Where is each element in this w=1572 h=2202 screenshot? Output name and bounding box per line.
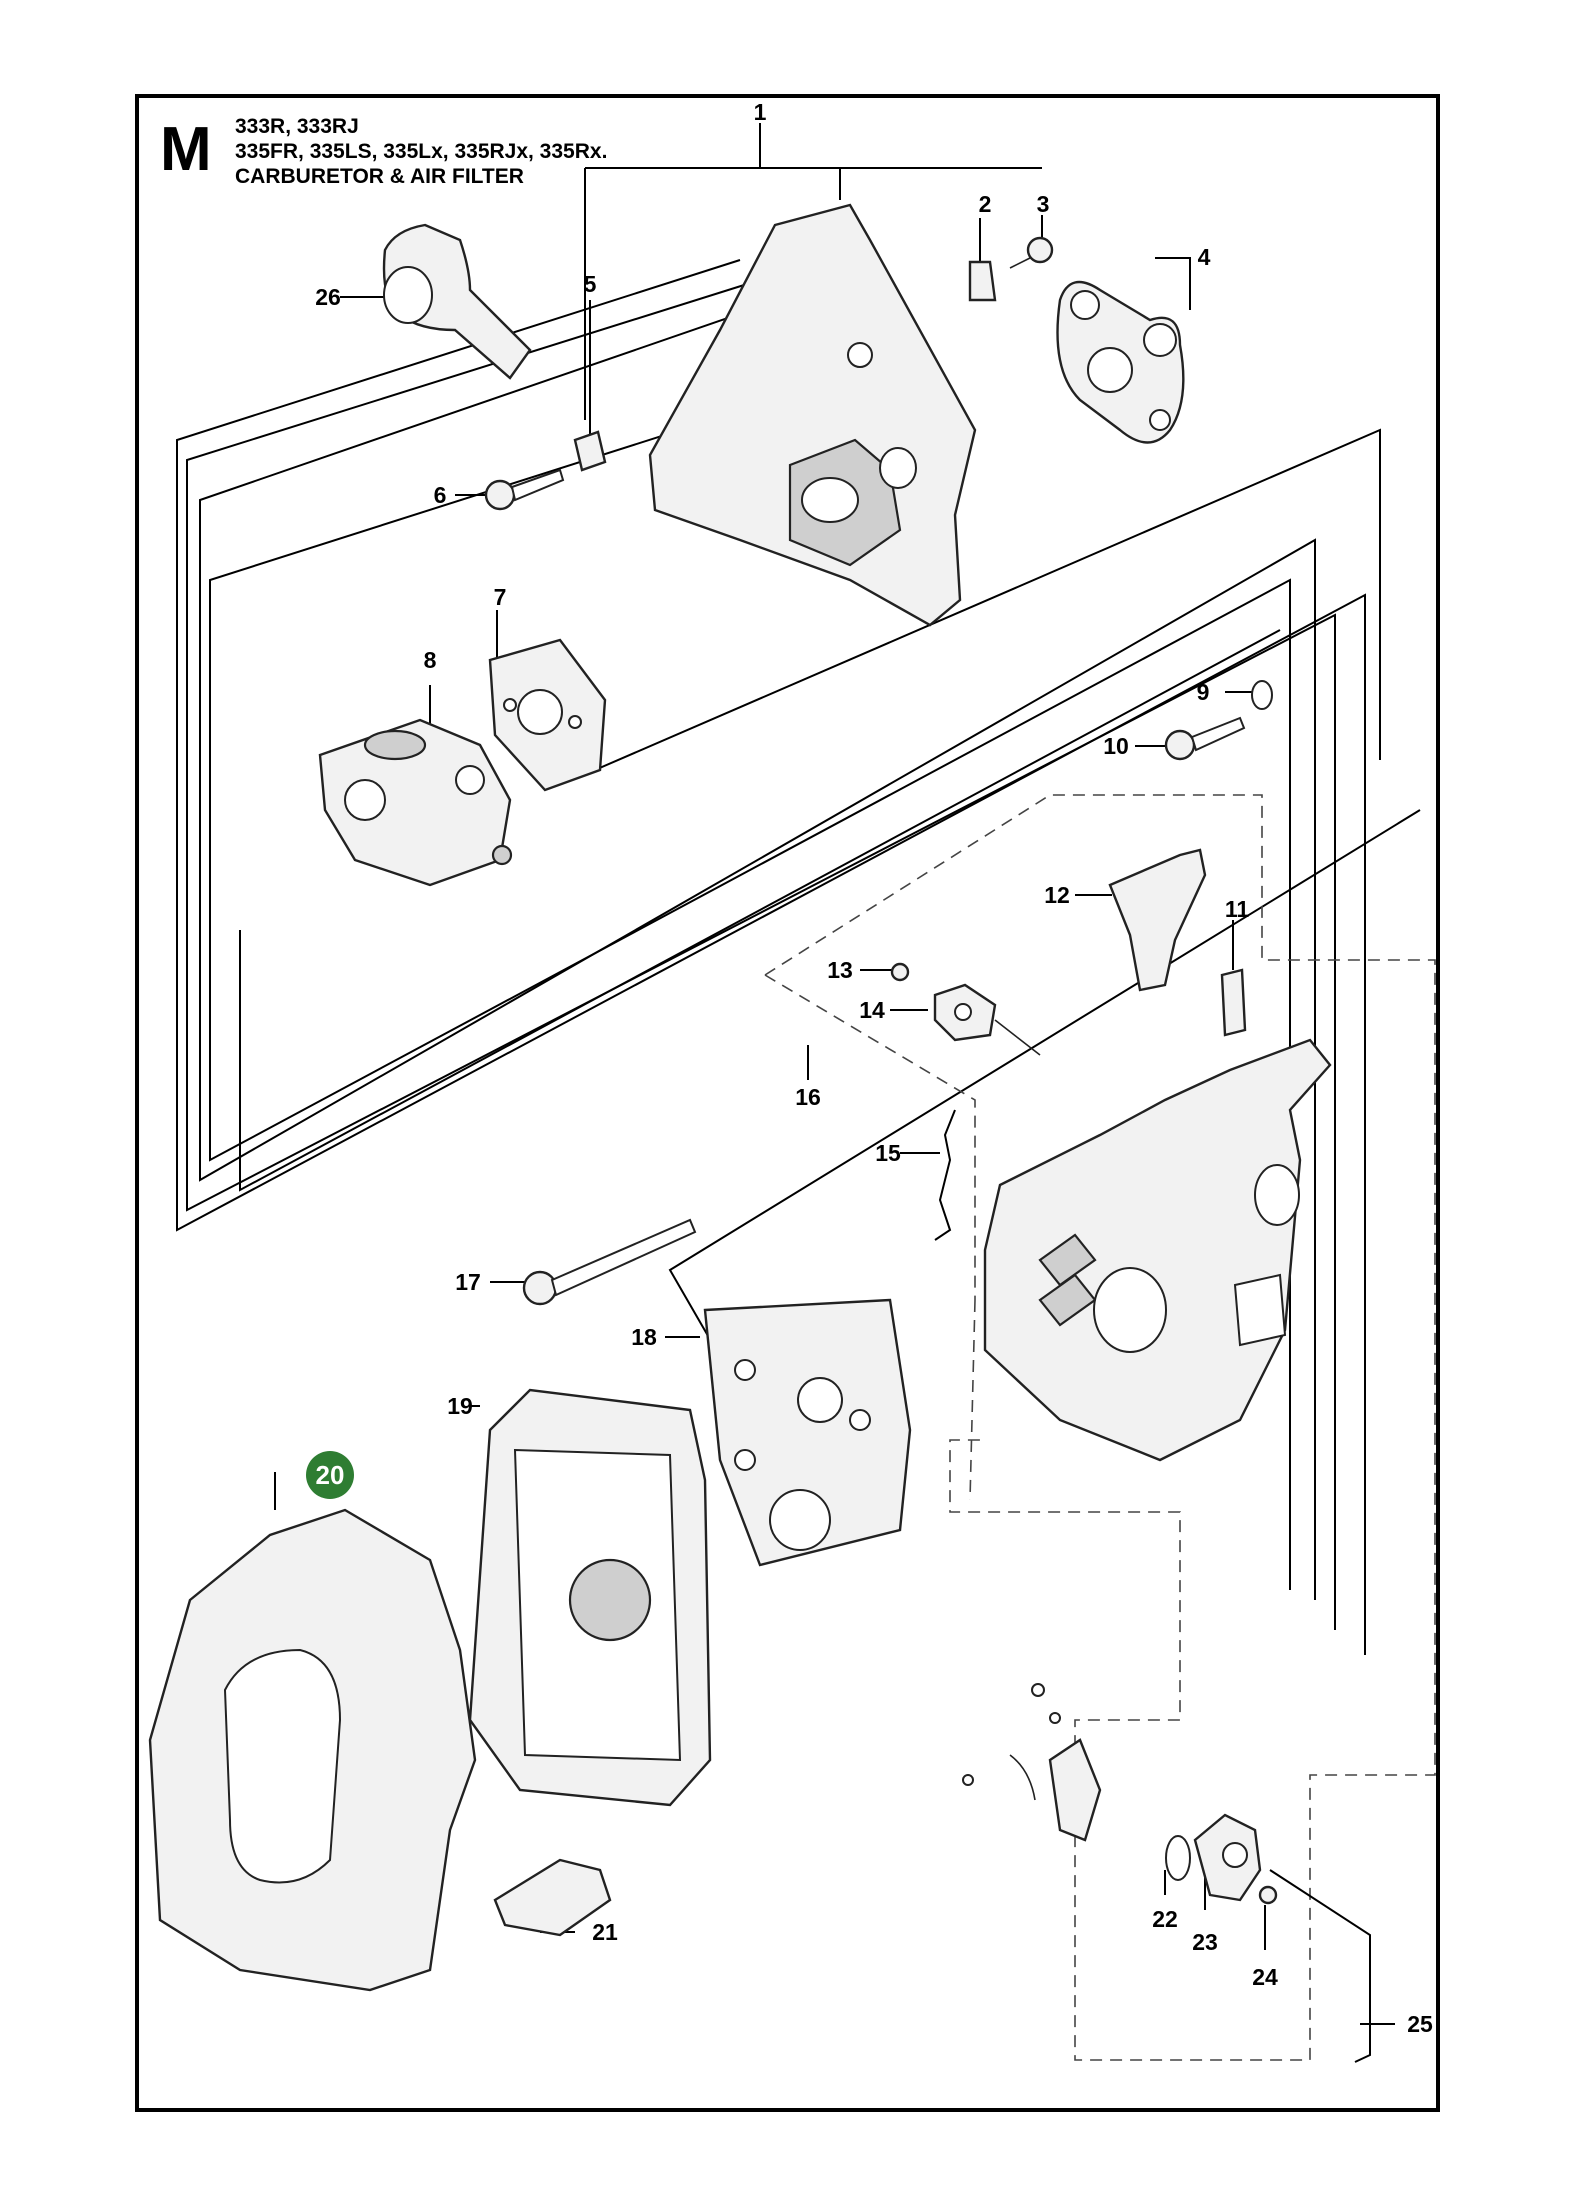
callout-8: 8: [424, 647, 437, 673]
part-5-spacer: [573, 430, 607, 472]
callout-23: 23: [1192, 1929, 1218, 1955]
part-19-filter-frame: [468, 1388, 712, 1807]
part-17-long-bolt: [522, 1218, 697, 1306]
callout-21: 21: [592, 1919, 618, 1945]
callout-2: 2: [979, 191, 992, 217]
callout-5: 5: [584, 271, 597, 297]
part-7-gasket: [488, 638, 607, 792]
callout-26: 26: [315, 284, 341, 310]
highlight-circle: [306, 1451, 354, 1499]
callout-17: 17: [455, 1269, 481, 1295]
callout-10: 10: [1103, 733, 1129, 759]
callout-7: 7: [494, 584, 507, 610]
part-4-gasket: [1056, 280, 1185, 444]
part-25-rod: [1269, 1869, 1371, 2063]
callout-19: 19: [447, 1393, 473, 1419]
callout-24: 24: [1252, 1964, 1278, 1990]
part-14-cable-holder: [933, 983, 1041, 1056]
callout-12: 12: [1044, 882, 1070, 908]
callout-6: 6: [434, 482, 447, 508]
part-13-screw: [890, 962, 910, 982]
callout-20: 20: [316, 1460, 345, 1490]
part-24-screw: [1258, 1885, 1278, 1905]
part-21-clip: [493, 1858, 612, 1937]
callout-16: 16: [795, 1084, 821, 1110]
callout-3: 3: [1037, 191, 1050, 217]
callout-4: 4: [1198, 244, 1211, 270]
part-23-choke-knob: [1193, 1813, 1262, 1902]
callout-22: 22: [1152, 1906, 1178, 1932]
models-line-2: 335FR, 335LS, 335Lx, 335RJx, 335Rx.: [235, 140, 607, 163]
part-choke-plate: [962, 1683, 1102, 1842]
part-15-choke-rod: [934, 1109, 956, 1241]
part-22-washer: [1165, 1835, 1191, 1881]
callout-14: 14: [859, 997, 885, 1023]
models-line-1: 333R, 333RJ: [235, 115, 359, 138]
part-20-air-filter-cover: [148, 1508, 477, 1992]
part-18-filter-foam: [703, 1298, 912, 1567]
callout-labels: 1 2 3 4 5 6 7 8 9 10 11 12 13 14 15 16 1…: [315, 99, 1433, 2037]
part-3-screw: [1009, 236, 1054, 269]
part-8-carburetor: [318, 718, 513, 887]
part-26-intake-elbow: [382, 223, 532, 380]
diagram-title: CARBURETOR & AIR FILTER: [235, 165, 524, 188]
part-11-clip: [1220, 968, 1247, 1037]
part-16-air-filter-housing: [983, 1038, 1332, 1462]
callout-13: 13: [827, 957, 853, 983]
section-letter: M: [160, 115, 212, 184]
callout-18: 18: [631, 1324, 657, 1350]
part-2-bushing: [968, 260, 997, 302]
part-12-lever: [1108, 848, 1207, 992]
callout-25: 25: [1407, 2011, 1433, 2037]
callout-9: 9: [1197, 679, 1210, 705]
dashed-subassembly-lines: [764, 794, 1436, 2061]
part-9-washer: [1251, 680, 1273, 710]
part-6-bolt: [484, 468, 565, 511]
part-10-bolt: [1164, 716, 1246, 761]
leader-lines: [274, 123, 1395, 2025]
callout-15: 15: [875, 1140, 901, 1166]
callout-1: 1: [754, 99, 767, 125]
part-1-carburetor-housing: [648, 203, 977, 627]
callout-20-highlight[interactable]: 20: [306, 1451, 354, 1499]
callout-11: 11: [1225, 896, 1250, 922]
